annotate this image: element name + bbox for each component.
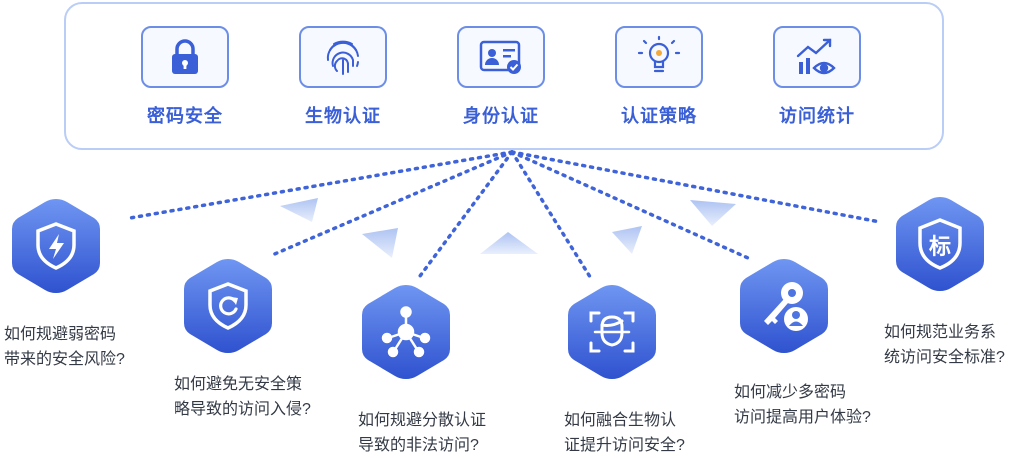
caption-line-1: 如何规避弱密码 xyxy=(4,326,117,343)
caption-line-2: 证提升访问安全? xyxy=(564,437,685,454)
challenge-weak-password-hex xyxy=(6,196,106,296)
challenge-biometric-hex xyxy=(562,282,662,382)
feature-label: 认证策略 xyxy=(621,106,697,126)
key-user-icon xyxy=(734,256,834,356)
shield-refresh-icon xyxy=(178,256,278,356)
feature-auth-policy: 认证策略 xyxy=(604,26,714,128)
fingerprint-icon xyxy=(299,26,387,88)
lightbulb-icon xyxy=(615,26,703,88)
feature-password-security: 密码安全 xyxy=(130,26,240,128)
feature-access-stats: 访问统计 xyxy=(762,26,872,128)
feature-biometric-auth: 生物认证 xyxy=(288,26,398,128)
pointer-triangle xyxy=(280,198,318,222)
connector-line xyxy=(128,150,514,220)
feature-label: 生物认证 xyxy=(305,106,381,126)
challenge-distributed-auth-hex xyxy=(356,282,456,382)
standard-badge-icon: 标 xyxy=(890,194,990,294)
feature-label: 身份认证 xyxy=(463,106,539,126)
caption-line-1: 如何避免无安全策 xyxy=(174,376,303,393)
id-card-icon xyxy=(457,26,545,88)
caption-line-2: 导致的非法访问? xyxy=(358,437,479,454)
caption-line-1: 如何减少多密码 xyxy=(734,384,847,401)
caption-line-1: 如何融合生物认 xyxy=(564,412,677,429)
caption-line-2: 统访问安全标准? xyxy=(884,349,1005,366)
lock-icon xyxy=(141,26,229,88)
challenge-caption: 如何减少多密码 访问提高用户体验? xyxy=(734,380,871,430)
feature-label: 密码安全 xyxy=(147,106,223,126)
challenge-caption: 如何避免无安全策 略导致的访问入侵? xyxy=(174,372,311,422)
challenge-multi-password-hex xyxy=(734,256,834,356)
badge-text: 标 xyxy=(928,234,951,259)
shield-lightning-icon xyxy=(6,196,106,296)
caption-line-1: 如何规避分散认证 xyxy=(358,412,487,429)
challenge-caption: 如何规避分散认证 导致的非法访问? xyxy=(358,408,486,458)
face-scan-icon xyxy=(562,282,662,382)
caption-line-1: 如何规范业务系 xyxy=(884,324,997,341)
caption-line-2: 略导致的访问入侵? xyxy=(174,401,311,418)
challenge-standard-hex: 标 xyxy=(890,194,990,294)
challenge-caption: 如何规避弱密码 带来的安全风险? xyxy=(4,322,125,372)
caption-line-2: 带来的安全风险? xyxy=(4,351,125,368)
challenge-no-policy-hex xyxy=(178,256,278,356)
challenge-caption: 如何规范业务系 统访问安全标准? xyxy=(884,320,1005,370)
chart-eye-icon xyxy=(773,26,861,88)
caption-line-2: 访问提高用户体验? xyxy=(734,409,871,426)
feature-identity-auth: 身份认证 xyxy=(446,26,556,128)
feature-label: 访问统计 xyxy=(779,106,855,126)
challenge-caption: 如何融合生物认 证提升访问安全? xyxy=(564,408,685,458)
network-nodes-icon xyxy=(356,282,456,382)
